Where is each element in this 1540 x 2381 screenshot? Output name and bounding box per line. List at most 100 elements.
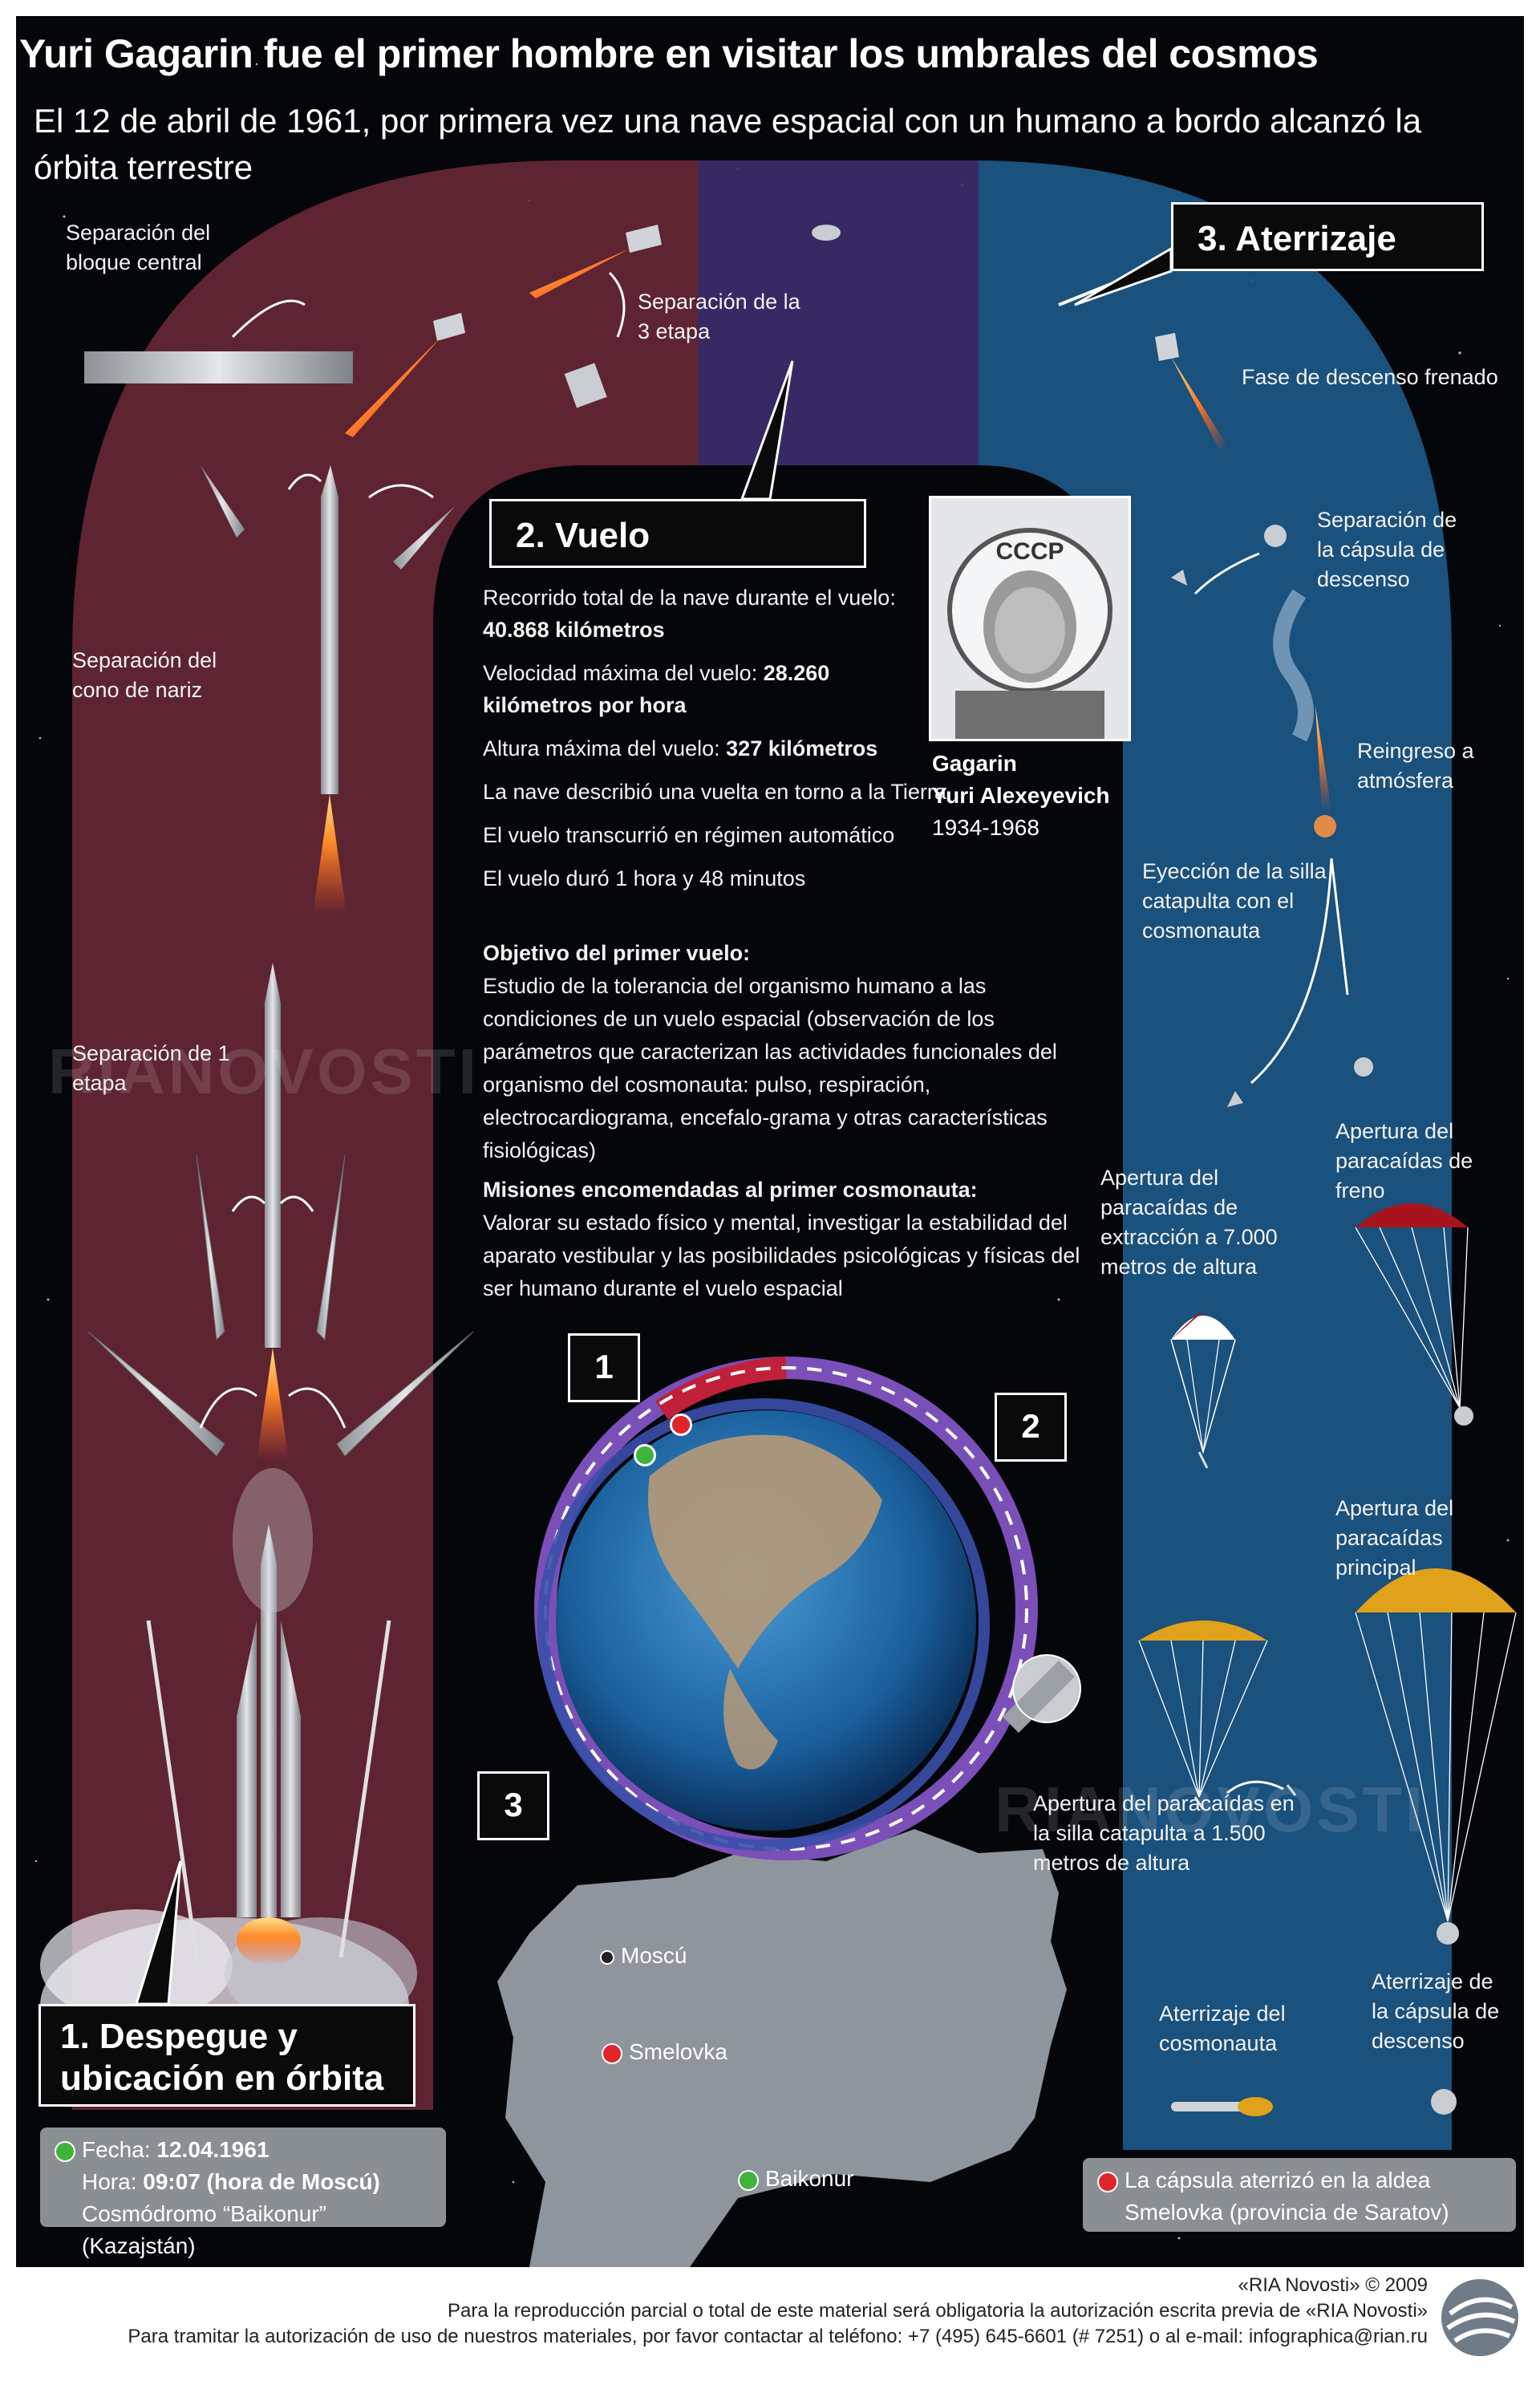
- portrait-name-2: Yuri Alexeyevich: [932, 783, 1110, 808]
- landing-info-box: La cápsula aterrizó en la aldea Smelovka…: [1083, 2158, 1516, 2232]
- landing-dot: [1097, 2172, 1118, 2192]
- distance-value: 40.868 kilómetros: [483, 618, 665, 642]
- orbit-inner-ring: [537, 1398, 990, 1851]
- missions-title: Misiones encomendadas al primer cosmonau…: [483, 1178, 978, 1202]
- label-extraction-chute: Apertura del paracaídas de extracción a …: [1100, 1166, 1278, 1279]
- orbit-marker-1: 1: [568, 1333, 640, 1402]
- map-baikonur: Baikonur: [738, 2164, 854, 2193]
- moscow-label: Moscú: [621, 1943, 687, 1968]
- missions-text: Valorar su estado físico y mental, inves…: [483, 1211, 1080, 1300]
- orbit-marker-3: 3: [477, 1771, 549, 1840]
- vostok-spacecraft: [1003, 1654, 1081, 1733]
- launch-band: [72, 160, 698, 2110]
- section-launch: 1. Despegue y ubicación en órbita: [38, 2004, 415, 2107]
- altitude-value: 327 kilómetros: [726, 736, 878, 761]
- launch-info-box: Fecha: 12.04.1961 Hora: 09:07 (hora de M…: [40, 2127, 446, 2258]
- label-central-block: Separación del bloque central: [66, 221, 211, 274]
- duration-fact: El vuelo duró 1 hora y 48 minutos: [483, 866, 806, 890]
- label-main-chute: Apertura del paracaídas principal: [1335, 1496, 1454, 1580]
- page-title: Yuri Gagarin fue el primer hombre en vis…: [19, 31, 1319, 76]
- time-label: Hora:: [82, 2169, 137, 2194]
- speed-unit: kilómetros por hora: [483, 693, 687, 717]
- smelovka-label: Smelovka: [629, 2039, 727, 2064]
- label-braking: Fase de descenso frenado: [1242, 365, 1498, 389]
- cosmonaut-portrait: CCCP: [931, 498, 1129, 739]
- distance-label: Recorrido total de la nave durante el vu…: [483, 586, 896, 610]
- watermark: RIANOVOSTI: [48, 1036, 480, 1107]
- portrait-photo: CCCP: [929, 496, 1131, 741]
- footer-credit: «RIA Novosti» © 2009: [1238, 2274, 1428, 2296]
- callout-pointers: [134, 246, 1173, 2006]
- smelovka-marker: [602, 2042, 622, 2064]
- landing-info-row: La cápsula aterrizó en la aldea Smelovka…: [1097, 2164, 1502, 2229]
- label-ejection: Eyección de la silla catapulta con el co…: [1142, 859, 1327, 943]
- parachute-extraction: [1170, 1311, 1236, 1469]
- orbit-start-dot: [634, 1444, 656, 1466]
- map-smelovka: Smelovka: [602, 2038, 727, 2067]
- earth-landmass-south: [723, 1669, 778, 1770]
- launch-dot: [55, 2140, 75, 2162]
- landed-items: [1171, 2089, 1457, 2116]
- footer-line3: Para tramitar la autorización de uso de …: [128, 2326, 1428, 2347]
- parachute-brake: [1355, 1203, 1473, 1426]
- date-label: Fecha:: [82, 2137, 151, 2162]
- label-reentry: Reingreso a atmósfera: [1357, 739, 1474, 793]
- page-subtitle: El 12 de abril de 1961, por primera vez …: [34, 102, 1422, 186]
- label-stage1: Separación de 1 etapa: [72, 1041, 230, 1095]
- label-stage3: Separación de la 3 etapa: [638, 290, 800, 343]
- label-capsule-sep: Separación de la cápsula de descenso: [1317, 508, 1457, 591]
- orbit-fact: La nave describió una vuelta en torno a …: [483, 780, 946, 804]
- moscow-marker: [600, 1949, 614, 1965]
- speed-row: Velocidad máxima del vuelo: 28.260: [483, 657, 916, 689]
- parachute-seat: [1138, 1620, 1297, 1810]
- landing-info-text: La cápsula aterrizó en la aldea Smelovka…: [1125, 2168, 1449, 2225]
- launch-smoke-puff: [40, 1909, 233, 2022]
- rocket-stage1-separation: [87, 963, 474, 1612]
- launch-time-row: Hora: 09:07 (hora de Moscú): [55, 2166, 432, 2198]
- section-flight: 2. Vuelo: [489, 499, 866, 568]
- parachute-main: [1355, 1568, 1517, 1945]
- time-value: 09:07 (hora de Moscú): [143, 2169, 380, 2194]
- label-cosmonaut-landing: Aterrizaje del cosmonauta: [1159, 2002, 1286, 2055]
- orbit-marker-2: 2: [995, 1393, 1067, 1462]
- date-value: 12.04.1961: [156, 2137, 270, 2162]
- orbit-red-segment: [655, 1357, 787, 1420]
- launch-date-row: Fecha: 12.04.1961: [55, 2134, 432, 2166]
- orbit-end-dot: [670, 1414, 692, 1436]
- objective-title: Objetivo del primer vuelo:: [483, 941, 751, 965]
- portrait-name-1: Gagarin: [932, 751, 1017, 776]
- speed-label: Velocidad máxima del vuelo:: [483, 661, 758, 685]
- label-capsule-landing: Aterrizaje de la cápsula de descenso: [1372, 1969, 1500, 2053]
- background-art: [34, 63, 1517, 2267]
- landing-band: [971, 160, 1452, 2150]
- earth-landmass: [648, 1434, 882, 1669]
- flight-objective: Objetivo del primer vuelo: Estudio de la…: [483, 937, 1084, 1305]
- watermark: RIANOVOSTI: [995, 1774, 1426, 1845]
- section-landing: 3. Aterrizaje: [1171, 202, 1484, 271]
- baikonur-marker: [738, 2169, 759, 2191]
- altitude-row: Altura máxima del vuelo: 327 kilómetros: [483, 732, 916, 765]
- portrait-years: 1934-1968: [932, 815, 1040, 840]
- baikonur-label: Baikonur: [765, 2166, 854, 2191]
- map-moscow: Moscú: [600, 1941, 687, 1970]
- portrait-caption: Gagarin Yuri Alexeyevich 1934-1968: [932, 748, 1110, 844]
- flight-info: Recorrido total de la nave durante el vu…: [483, 582, 946, 894]
- helmet-text: CCCP: [995, 538, 1064, 565]
- auto-fact: El vuelo transcurrió en régimen automáti…: [483, 823, 895, 847]
- objective-text: Estudio de la tolerancia del organismo h…: [483, 974, 1057, 1162]
- altitude-label: Altura máxima del vuelo:: [483, 736, 720, 761]
- rocket-nose-separation: [201, 465, 456, 915]
- rocket-on-pad: [237, 1524, 301, 1965]
- launch-site: Cosmódromo “Baikonur” (Kazajstán): [82, 2201, 326, 2258]
- central-block-separation: [84, 225, 841, 437]
- speed-value: 28.260: [763, 661, 830, 685]
- flight-band: [698, 160, 979, 465]
- label-seat-chute: Apertura del paracaídas en la silla cata…: [1033, 1791, 1295, 1875]
- russia-map: [497, 1829, 1067, 2267]
- footer-line2: Para la reproducción parcial o total de …: [448, 2300, 1428, 2322]
- infographic-poster: RIANOVOSTI RIANOVOSTI Yuri Gagarin fue e…: [16, 16, 1524, 2267]
- label-nose-cone: Separación del cono de nariz: [72, 648, 217, 702]
- launch-tower: [146, 1620, 391, 1958]
- ria-logo-icon: [1441, 2279, 1518, 2356]
- label-brake-chute: Apertura del paracaídas de freno: [1335, 1119, 1473, 1203]
